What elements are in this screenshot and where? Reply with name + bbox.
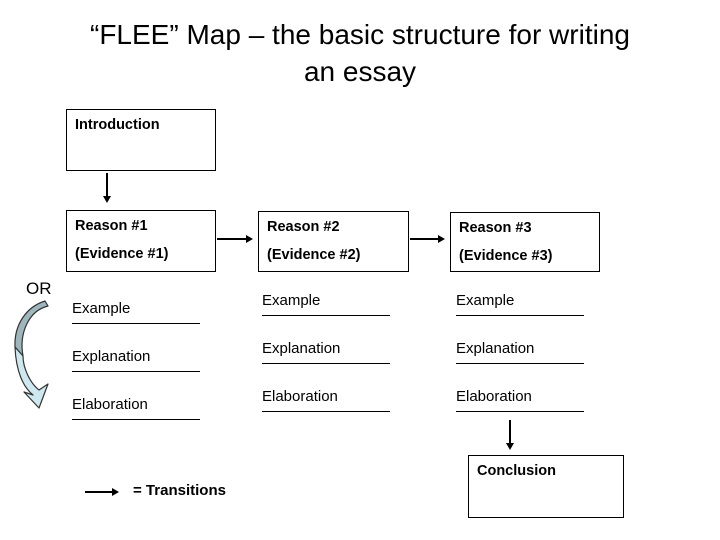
flee-column-3: Example Explanation Elaboration <box>456 292 584 436</box>
conclusion-box: Conclusion <box>468 455 624 518</box>
explanation-label: Explanation <box>456 340 535 357</box>
right-arrow-icon <box>85 488 119 496</box>
explanation-label: Explanation <box>72 348 151 365</box>
elaboration-label: Elaboration <box>456 388 532 405</box>
slide-title: “FLEE” Map – the basic structure for wri… <box>0 16 720 90</box>
transition-arrow-intro-to-reason1 <box>103 173 111 203</box>
reason1-label: Reason #1 <box>75 218 148 234</box>
example-line-1: Example <box>72 300 200 324</box>
elaboration-label: Elaboration <box>262 388 338 405</box>
slide-title-line1: “FLEE” Map – the basic structure for wri… <box>90 19 630 50</box>
transition-arrow-reason1-to-reason2 <box>217 235 253 243</box>
reason2-box: Reason #2 (Evidence #2) <box>258 211 409 272</box>
introduction-box: Introduction <box>66 109 216 171</box>
explanation-label: Explanation <box>262 340 341 357</box>
evidence1-label: (Evidence #1) <box>75 246 169 262</box>
elaboration-line-3: Elaboration <box>456 388 584 412</box>
explanation-line-2: Explanation <box>262 340 390 364</box>
or-label: OR <box>26 279 52 298</box>
evidence3-label: (Evidence #3) <box>459 248 553 264</box>
introduction-label: Introduction <box>75 117 160 133</box>
elaboration-label: Elaboration <box>72 396 148 413</box>
explanation-line-3: Explanation <box>456 340 584 364</box>
example-line-2: Example <box>262 292 390 316</box>
flee-column-2: Example Explanation Elaboration <box>262 292 390 436</box>
slide-title-line2: an essay <box>303 56 417 87</box>
explanation-line-1: Explanation <box>72 348 200 372</box>
reason1-box: Reason #1 (Evidence #1) <box>66 210 216 272</box>
flee-column-1: Example Explanation Elaboration <box>72 300 200 444</box>
example-line-3: Example <box>456 292 584 316</box>
transitions-legend-label: = Transitions <box>133 482 226 499</box>
curved-down-arrow-icon <box>14 300 49 409</box>
reason3-box: Reason #3 (Evidence #3) <box>450 212 600 272</box>
elaboration-line-2: Elaboration <box>262 388 390 412</box>
evidence2-label: (Evidence #2) <box>267 247 361 263</box>
reason3-label: Reason #3 <box>459 220 532 236</box>
example-label: Example <box>456 292 515 309</box>
elaboration-line-1: Elaboration <box>72 396 200 420</box>
conclusion-label: Conclusion <box>477 463 556 479</box>
transition-arrow-elaboration-to-conclusion <box>506 420 514 450</box>
transition-arrow-reason2-to-reason3 <box>410 235 445 243</box>
example-label: Example <box>72 300 131 317</box>
example-label: Example <box>262 292 321 309</box>
reason2-label: Reason #2 <box>267 219 340 235</box>
